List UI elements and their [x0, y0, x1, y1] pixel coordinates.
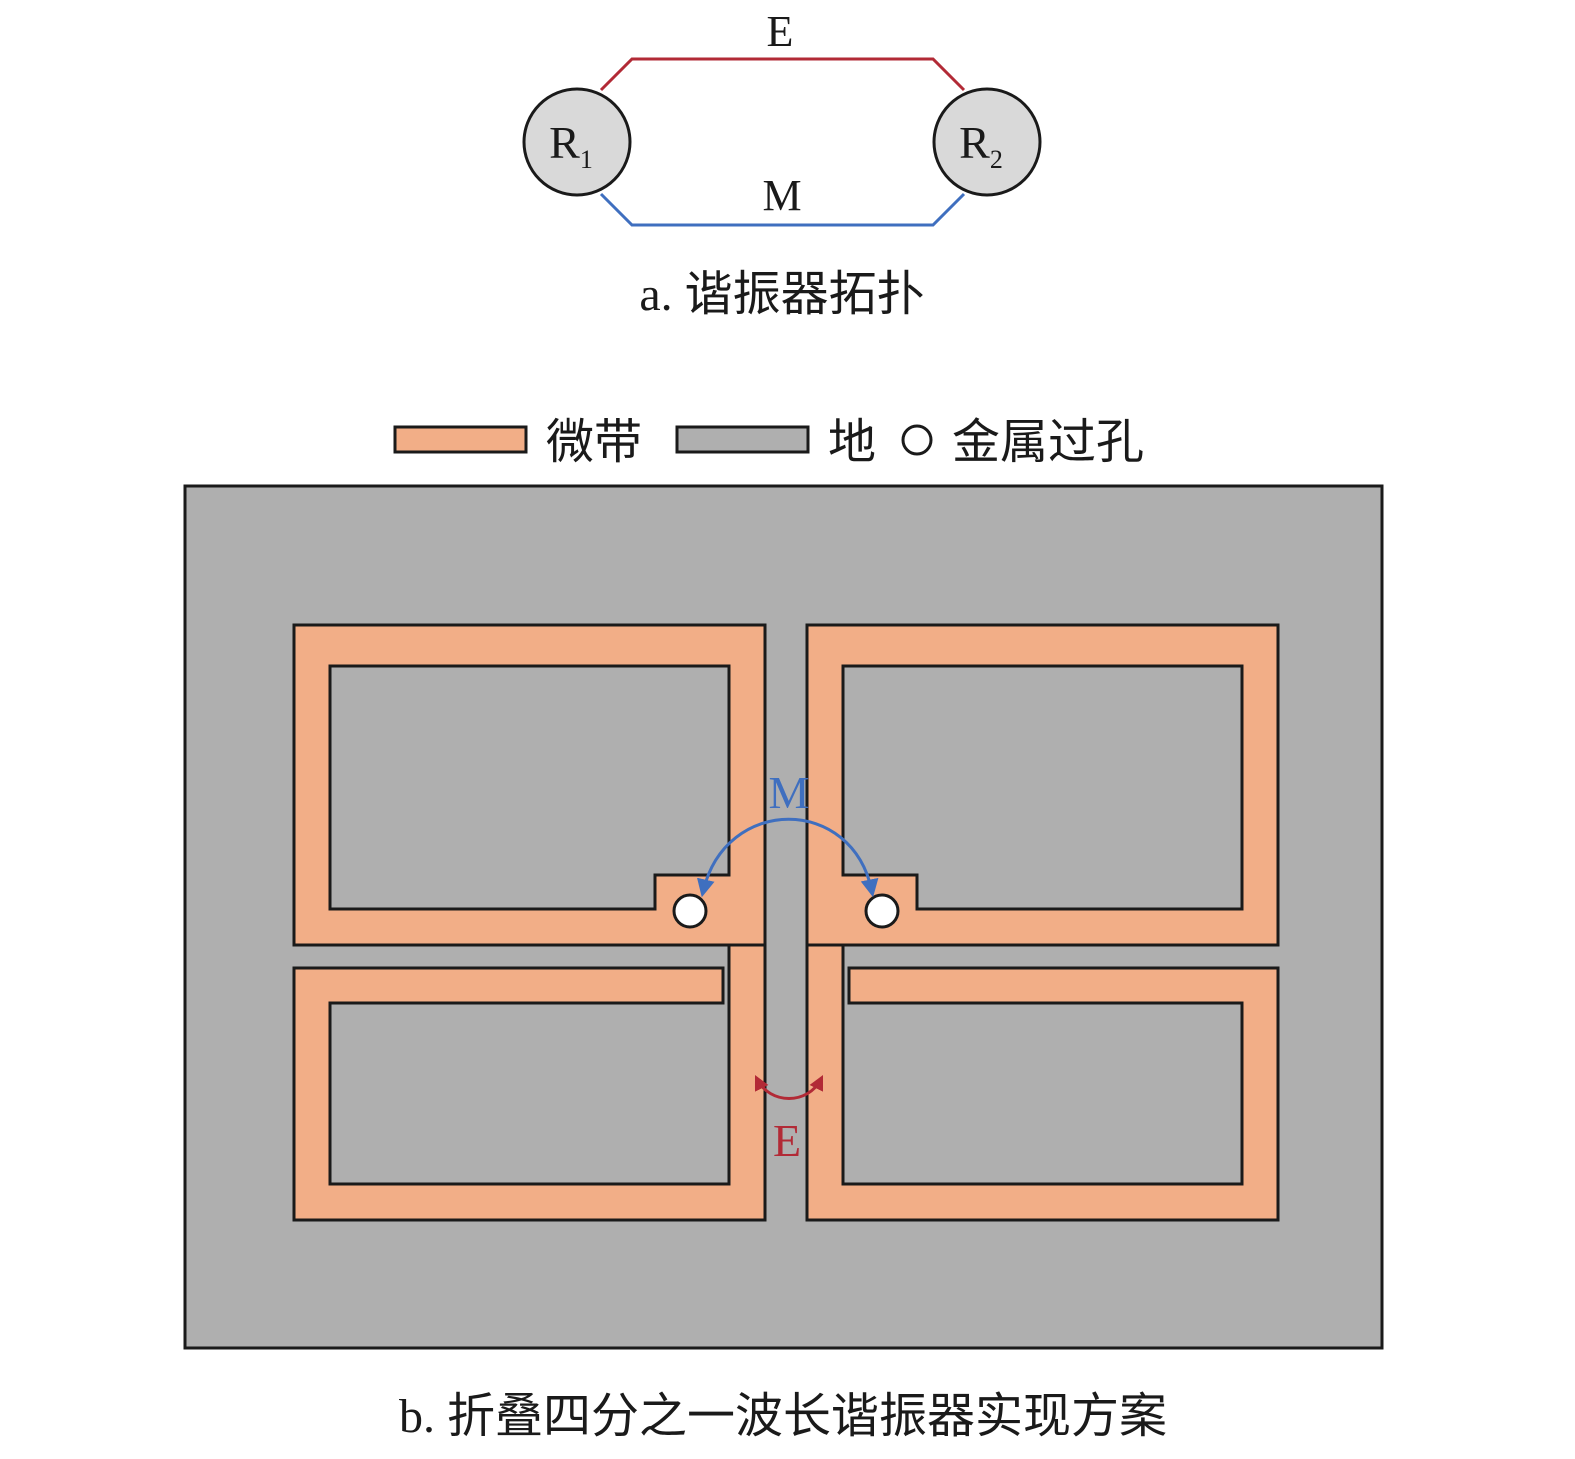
- resonator-r1-circle: [522, 87, 632, 197]
- electric-coupling-path: [599, 57, 966, 92]
- legend-microstrip-swatch: [393, 425, 528, 454]
- microstrip-top-right: [805, 623, 1280, 947]
- resonator-layout: M E: [183, 484, 1384, 1350]
- resonator-r2-label: R2: [959, 117, 1003, 174]
- electric-coupling-arrow: [754, 1074, 824, 1100]
- resonator-r1: R1: [522, 87, 632, 197]
- topology-electric-label: E: [767, 7, 794, 56]
- topology-diagram: E M R1 R2 a. 谐振器拓扑: [522, 7, 1042, 321]
- caption-b: b. 折叠四分之一波长谐振器实现方案: [399, 1390, 1167, 1443]
- magnetic-coupling-path: [599, 192, 966, 227]
- layout-magnetic-label: M: [769, 767, 810, 818]
- microstrip-bottom-right: [805, 943, 1280, 1222]
- legend-ground-swatch: [675, 425, 810, 454]
- layout-electric-label: E: [773, 1115, 801, 1166]
- caption-a: a. 谐振器拓扑: [639, 268, 924, 321]
- resonator-r2-circle: [932, 87, 1042, 197]
- via-right: [864, 893, 900, 929]
- via-left: [672, 893, 708, 929]
- magnetic-coupling-arrow: [697, 817, 879, 898]
- legend-via-symbol: [901, 424, 933, 456]
- resonator-r2: R2: [932, 87, 1042, 197]
- resonator-r1-label: R1: [549, 117, 593, 174]
- legend-ground-label: 地: [828, 416, 876, 469]
- legend-microstrip-label: 微带: [546, 416, 642, 469]
- legend: 微带 地 金属过孔: [393, 416, 1144, 469]
- topology-magnetic-label: M: [762, 171, 801, 220]
- legend-via-label: 金属过孔: [952, 416, 1144, 469]
- microstrip-bottom-left: [292, 943, 767, 1222]
